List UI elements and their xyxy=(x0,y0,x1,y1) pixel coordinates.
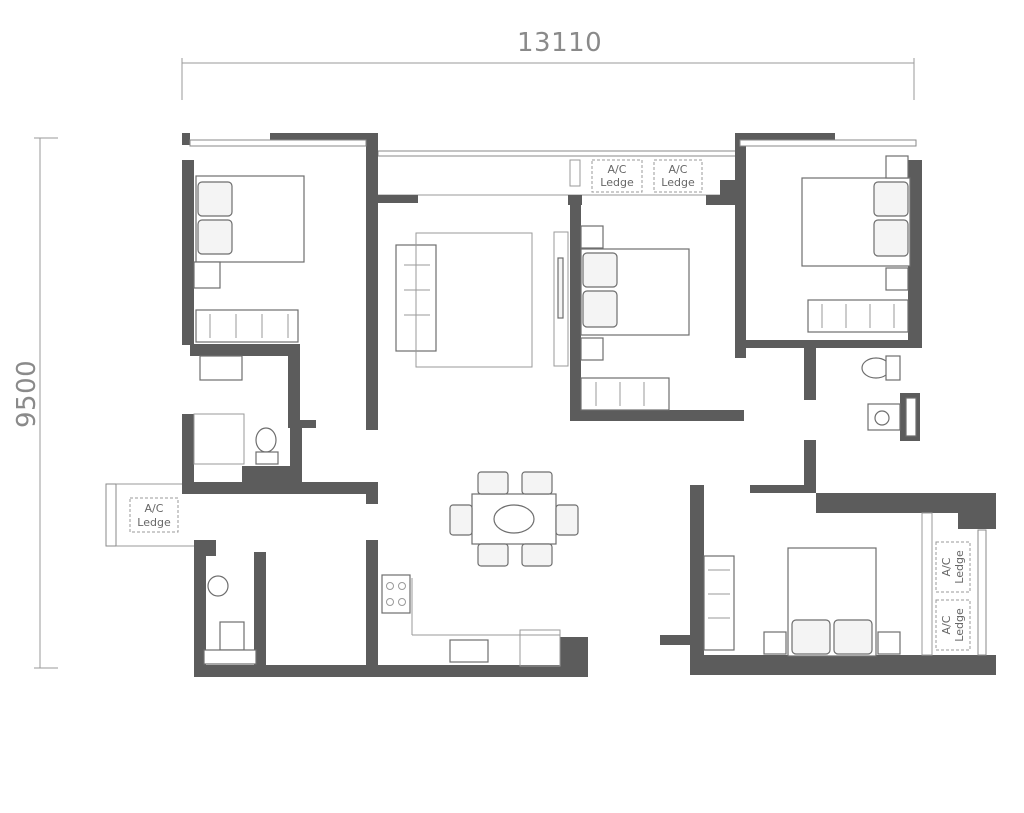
top-right-window xyxy=(739,139,917,147)
bottom-left-bath xyxy=(203,575,257,665)
ac-ledge-left: A/C Ledge xyxy=(129,497,179,533)
width-dimension-label: 13110 xyxy=(517,28,603,58)
width-dimension-line xyxy=(181,58,915,100)
top-ledge-post xyxy=(569,159,581,187)
kitchen xyxy=(381,574,561,667)
wardrobe-top-left xyxy=(195,309,299,343)
ac-ledge-top-2: A/C Ledge xyxy=(653,159,703,193)
svg-text:A/C: A/C xyxy=(940,615,953,634)
right-bath-fixtures xyxy=(861,355,917,437)
height-dimension-line xyxy=(34,137,58,669)
living-sofa xyxy=(395,232,533,368)
bed-middle xyxy=(580,225,690,411)
tv-console xyxy=(553,231,569,367)
walls xyxy=(182,133,996,677)
ac-ledge-top-1: A/C Ledge xyxy=(591,159,643,193)
svg-text:Ledge: Ledge xyxy=(953,550,966,584)
left-ledge-grille xyxy=(105,483,117,547)
top-left-window xyxy=(189,139,367,147)
dining-table xyxy=(449,471,579,567)
ac-ledge-right-1: A/C Ledge xyxy=(935,541,971,593)
svg-text:A/C: A/C xyxy=(145,502,164,515)
left-bath-fixtures xyxy=(193,355,279,465)
bed-top-left xyxy=(193,175,305,289)
svg-text:A/C: A/C xyxy=(940,557,953,576)
right-ledge-grille xyxy=(977,529,987,656)
svg-text:A/C: A/C xyxy=(608,163,627,176)
svg-text:Ledge: Ledge xyxy=(953,608,966,642)
svg-text:Ledge: Ledge xyxy=(137,516,171,529)
svg-text:A/C: A/C xyxy=(669,163,688,176)
svg-text:Ledge: Ledge xyxy=(661,176,695,189)
bed-bottom-right xyxy=(703,547,901,657)
right-ledge-frame xyxy=(921,512,933,656)
svg-text:Ledge: Ledge xyxy=(600,176,634,189)
ac-ledge-right-2: A/C Ledge xyxy=(935,599,971,651)
bed-top-right xyxy=(801,155,911,333)
